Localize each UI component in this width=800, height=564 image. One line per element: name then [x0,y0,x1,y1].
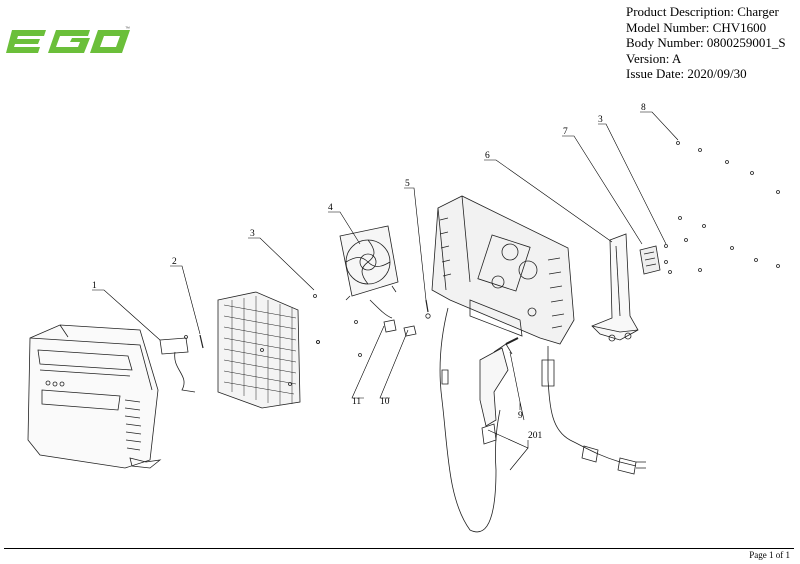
ac-cable-part [541,346,646,475]
callout-6: 6 [485,151,490,161]
callout-9: 9 [518,411,523,421]
callout-5: 5 [405,179,410,189]
main-housing-part [431,195,575,345]
product-info: Product Description: Charger Model Numbe… [626,4,786,82]
screw-part-2 [184,334,204,349]
svg-text:™: ™ [125,26,130,32]
version: Version: A [626,50,682,66]
output-cable-part [439,307,519,533]
model-number: Model Number: CHV1600 [626,19,767,35]
screw-part-5 [425,299,431,319]
callout-2: 2 [172,257,177,267]
product-description: Product Description: Charger [626,4,779,19]
callout-10: 10 [380,397,390,407]
ego-logo: ™ [6,26,130,53]
issue-date: Issue Date: 2020/09/30 [626,66,747,81]
callout-8: 8 [641,103,646,113]
callout-3-left: 3 [250,229,255,239]
callout-201: 201 [528,431,543,441]
callout-1: 1 [92,281,97,291]
callout-11: 11 [352,397,361,407]
side-panel-part [639,244,668,275]
small-clips [316,319,417,357]
fan-part [339,225,399,319]
callout-7: 7 [563,127,568,137]
body-number: Body Number: 0800259001_S [626,35,786,50]
rear-bracket-part [591,233,639,342]
page-number: Page 1 of 1 [749,550,790,560]
callout-4: 4 [328,203,333,213]
callout-3-right: 3 [598,115,603,125]
leader-lines [92,111,679,471]
front-cover-part [27,324,196,469]
footer-divider [4,548,794,549]
screw-set-part-8 [668,141,780,274]
filter-panel-part [217,291,320,409]
